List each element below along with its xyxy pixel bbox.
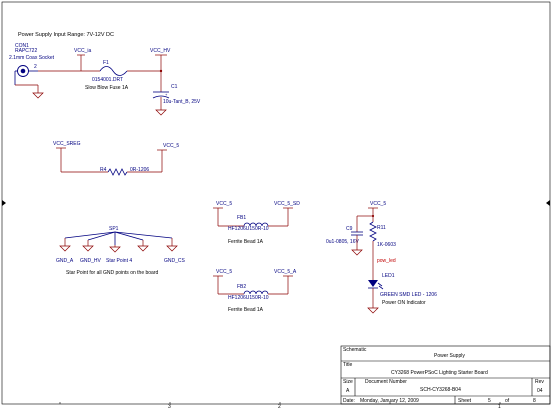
input-range-note: Power Supply Input Range: 7V-12V DC bbox=[18, 32, 114, 38]
gnd-a-label: GND_A bbox=[56, 258, 74, 264]
sp1-note: Star Point for all GND points on the boa… bbox=[66, 270, 158, 276]
con1-part: RAPC722 bbox=[15, 48, 37, 54]
fb1-desc: Ferrite Bead 1A bbox=[228, 239, 264, 245]
title-value: CY3268 PowerPSoC Lighting Starter Board bbox=[391, 370, 488, 376]
gnd-star-icon bbox=[109, 246, 121, 253]
inductor-icon bbox=[243, 290, 269, 295]
sp1-ref: SP1 bbox=[109, 226, 119, 232]
document-number-label: Document Number bbox=[365, 379, 407, 385]
led-icon bbox=[368, 280, 378, 287]
sp1-star-point[interactable]: SP1 GND_A GND_HV Star Point 4 GND_CS Sta… bbox=[56, 226, 186, 276]
power-indicator-circuit[interactable]: VCC_5 C9 0u1-0805, 16V R11 1K-0603 pow_l… bbox=[326, 201, 437, 314]
gnd-hv-icon bbox=[82, 245, 94, 252]
con1-ground-symbol bbox=[32, 92, 44, 99]
c1-ground-icon bbox=[155, 109, 167, 116]
sheet-label: Sheet bbox=[458, 398, 472, 404]
r11-value: 1K-0603 bbox=[377, 242, 396, 248]
c1-capacitor[interactable]: C1 + 10u-Tant_B, 25V bbox=[152, 84, 201, 116]
f1-ref: F1 bbox=[103, 60, 109, 66]
net-vcc-5-a-label: VCC_5_A bbox=[274, 269, 297, 275]
net-vcc-5-label-d: VCC_5 bbox=[370, 201, 386, 207]
c1-ref: C1 bbox=[171, 84, 178, 90]
document-number-value: SCH-CY3268-B04 bbox=[420, 387, 461, 393]
net-vcc-ia-label: VCC_ia bbox=[74, 48, 91, 54]
fb1-ref: FB1 bbox=[237, 215, 246, 221]
net-vcc-5-label-a: VCC_5 bbox=[163, 143, 179, 149]
con1-coax-socket[interactable]: CON1 RAPC722 2.1mm Coax Socket 2 bbox=[9, 43, 55, 85]
date-value: Monday, January 12, 2009 bbox=[360, 398, 419, 404]
f1-part: 0154001.DRT bbox=[92, 77, 123, 83]
rev-value: 04 bbox=[537, 388, 543, 394]
r4-resistor[interactable]: R4 0R-1206 bbox=[100, 167, 149, 176]
inductor-icon bbox=[243, 222, 269, 227]
capacitor-curved-plate-icon bbox=[152, 95, 170, 99]
con1-pin-number: 2 bbox=[34, 64, 37, 70]
fb2-part: HF1206U150R-10 bbox=[228, 295, 269, 301]
rev-label: Rev bbox=[535, 379, 544, 385]
gnd-icon bbox=[137, 245, 149, 252]
fb2-ferrite-bead[interactable]: VCC_5 FB2 HF1206U150R-10 VCC_5_A Ferrite… bbox=[213, 269, 297, 313]
net-vcc-5-sd-label: VCC_5_SD bbox=[274, 201, 300, 207]
net-vcc-hv-label: VCC_HV bbox=[150, 48, 171, 54]
net-vcc-5-label-c: VCC_5 bbox=[216, 269, 232, 275]
schematic-label: Schematic bbox=[343, 347, 367, 353]
date-label: Date: bbox=[343, 398, 355, 404]
gnd-a-icon bbox=[59, 245, 71, 252]
led1-ground-icon bbox=[367, 307, 379, 314]
led1-desc: Power ON Indicator bbox=[382, 300, 426, 306]
net-vcc-ia[interactable]: VCC_ia bbox=[74, 48, 91, 56]
coax-pin-icon bbox=[20, 68, 26, 74]
con1-ref: CON1 bbox=[15, 43, 29, 49]
svg-text:+: + bbox=[165, 92, 168, 97]
net-vcc-5-r4[interactable]: VCC_5 bbox=[127, 143, 179, 173]
con1-desc: 2.1mm Coax Socket bbox=[9, 55, 55, 61]
gnd-hv-label: GND_HV bbox=[80, 258, 102, 264]
sheet-total-value: 8 bbox=[533, 398, 536, 404]
resistor-icon bbox=[107, 168, 128, 176]
r11-ref: R11 bbox=[377, 225, 386, 231]
led1-part: GREEN SMD LED - 1206 bbox=[380, 292, 437, 298]
c1-value: 10u-Tant_B, 25V bbox=[163, 99, 201, 105]
f1-fuse[interactable]: F1 0154001.DRT Slow Blow Fuse 1A bbox=[85, 60, 129, 91]
net-vcc-sreg-label: VCC_SREG bbox=[53, 141, 81, 147]
fb1-part: HF1206U150R-10 bbox=[228, 226, 269, 232]
border-col-2: 2 bbox=[278, 404, 281, 408]
fb1-ferrite-bead[interactable]: VCC_5 FB1 HF1206U150R-10 VCC_5_SD Ferrit… bbox=[213, 201, 300, 245]
net-vcc-5-label-b: VCC_5 bbox=[216, 201, 232, 207]
border-col-3: 3 bbox=[168, 404, 171, 408]
sheet-value: 5 bbox=[488, 398, 491, 404]
net-vcc-sreg[interactable]: VCC_SREG bbox=[53, 141, 108, 173]
size-label: Size bbox=[343, 379, 353, 385]
fb2-ref: FB2 bbox=[237, 284, 246, 290]
c9-value: 0u1-0805, 16V bbox=[326, 239, 359, 245]
sp1-label: Star Point 4 bbox=[106, 258, 132, 264]
resistor-icon bbox=[369, 221, 377, 242]
title-label: Title bbox=[343, 362, 352, 368]
led1-ref: LED1 bbox=[382, 273, 395, 279]
gnd-cs-label: GND_CS bbox=[164, 258, 186, 264]
border-col-1: 1 bbox=[498, 404, 501, 408]
pow-led-net-label: pow_led bbox=[377, 258, 396, 264]
fuse-icon bbox=[99, 66, 128, 76]
c9-ref: C9 bbox=[346, 226, 353, 232]
schematic-value: Power Supply bbox=[434, 353, 465, 359]
c9-ground-icon bbox=[351, 249, 363, 256]
size-value: A bbox=[346, 388, 350, 394]
r4-value: 0R-1206 bbox=[130, 167, 149, 173]
r4-ref: R4 bbox=[100, 167, 107, 173]
f1-desc: Slow Blow Fuse 1A bbox=[85, 85, 129, 91]
net-vcc-hv[interactable]: VCC_HV bbox=[150, 48, 171, 56]
input-net-wiring bbox=[15, 55, 163, 93]
sheet-of-label: of bbox=[505, 398, 510, 404]
fb2-desc: Ferrite Bead 1A bbox=[228, 307, 264, 313]
gnd-cs-icon bbox=[166, 245, 178, 252]
title-block: Schematic Power Supply Title CY3268 Powe… bbox=[340, 345, 551, 405]
